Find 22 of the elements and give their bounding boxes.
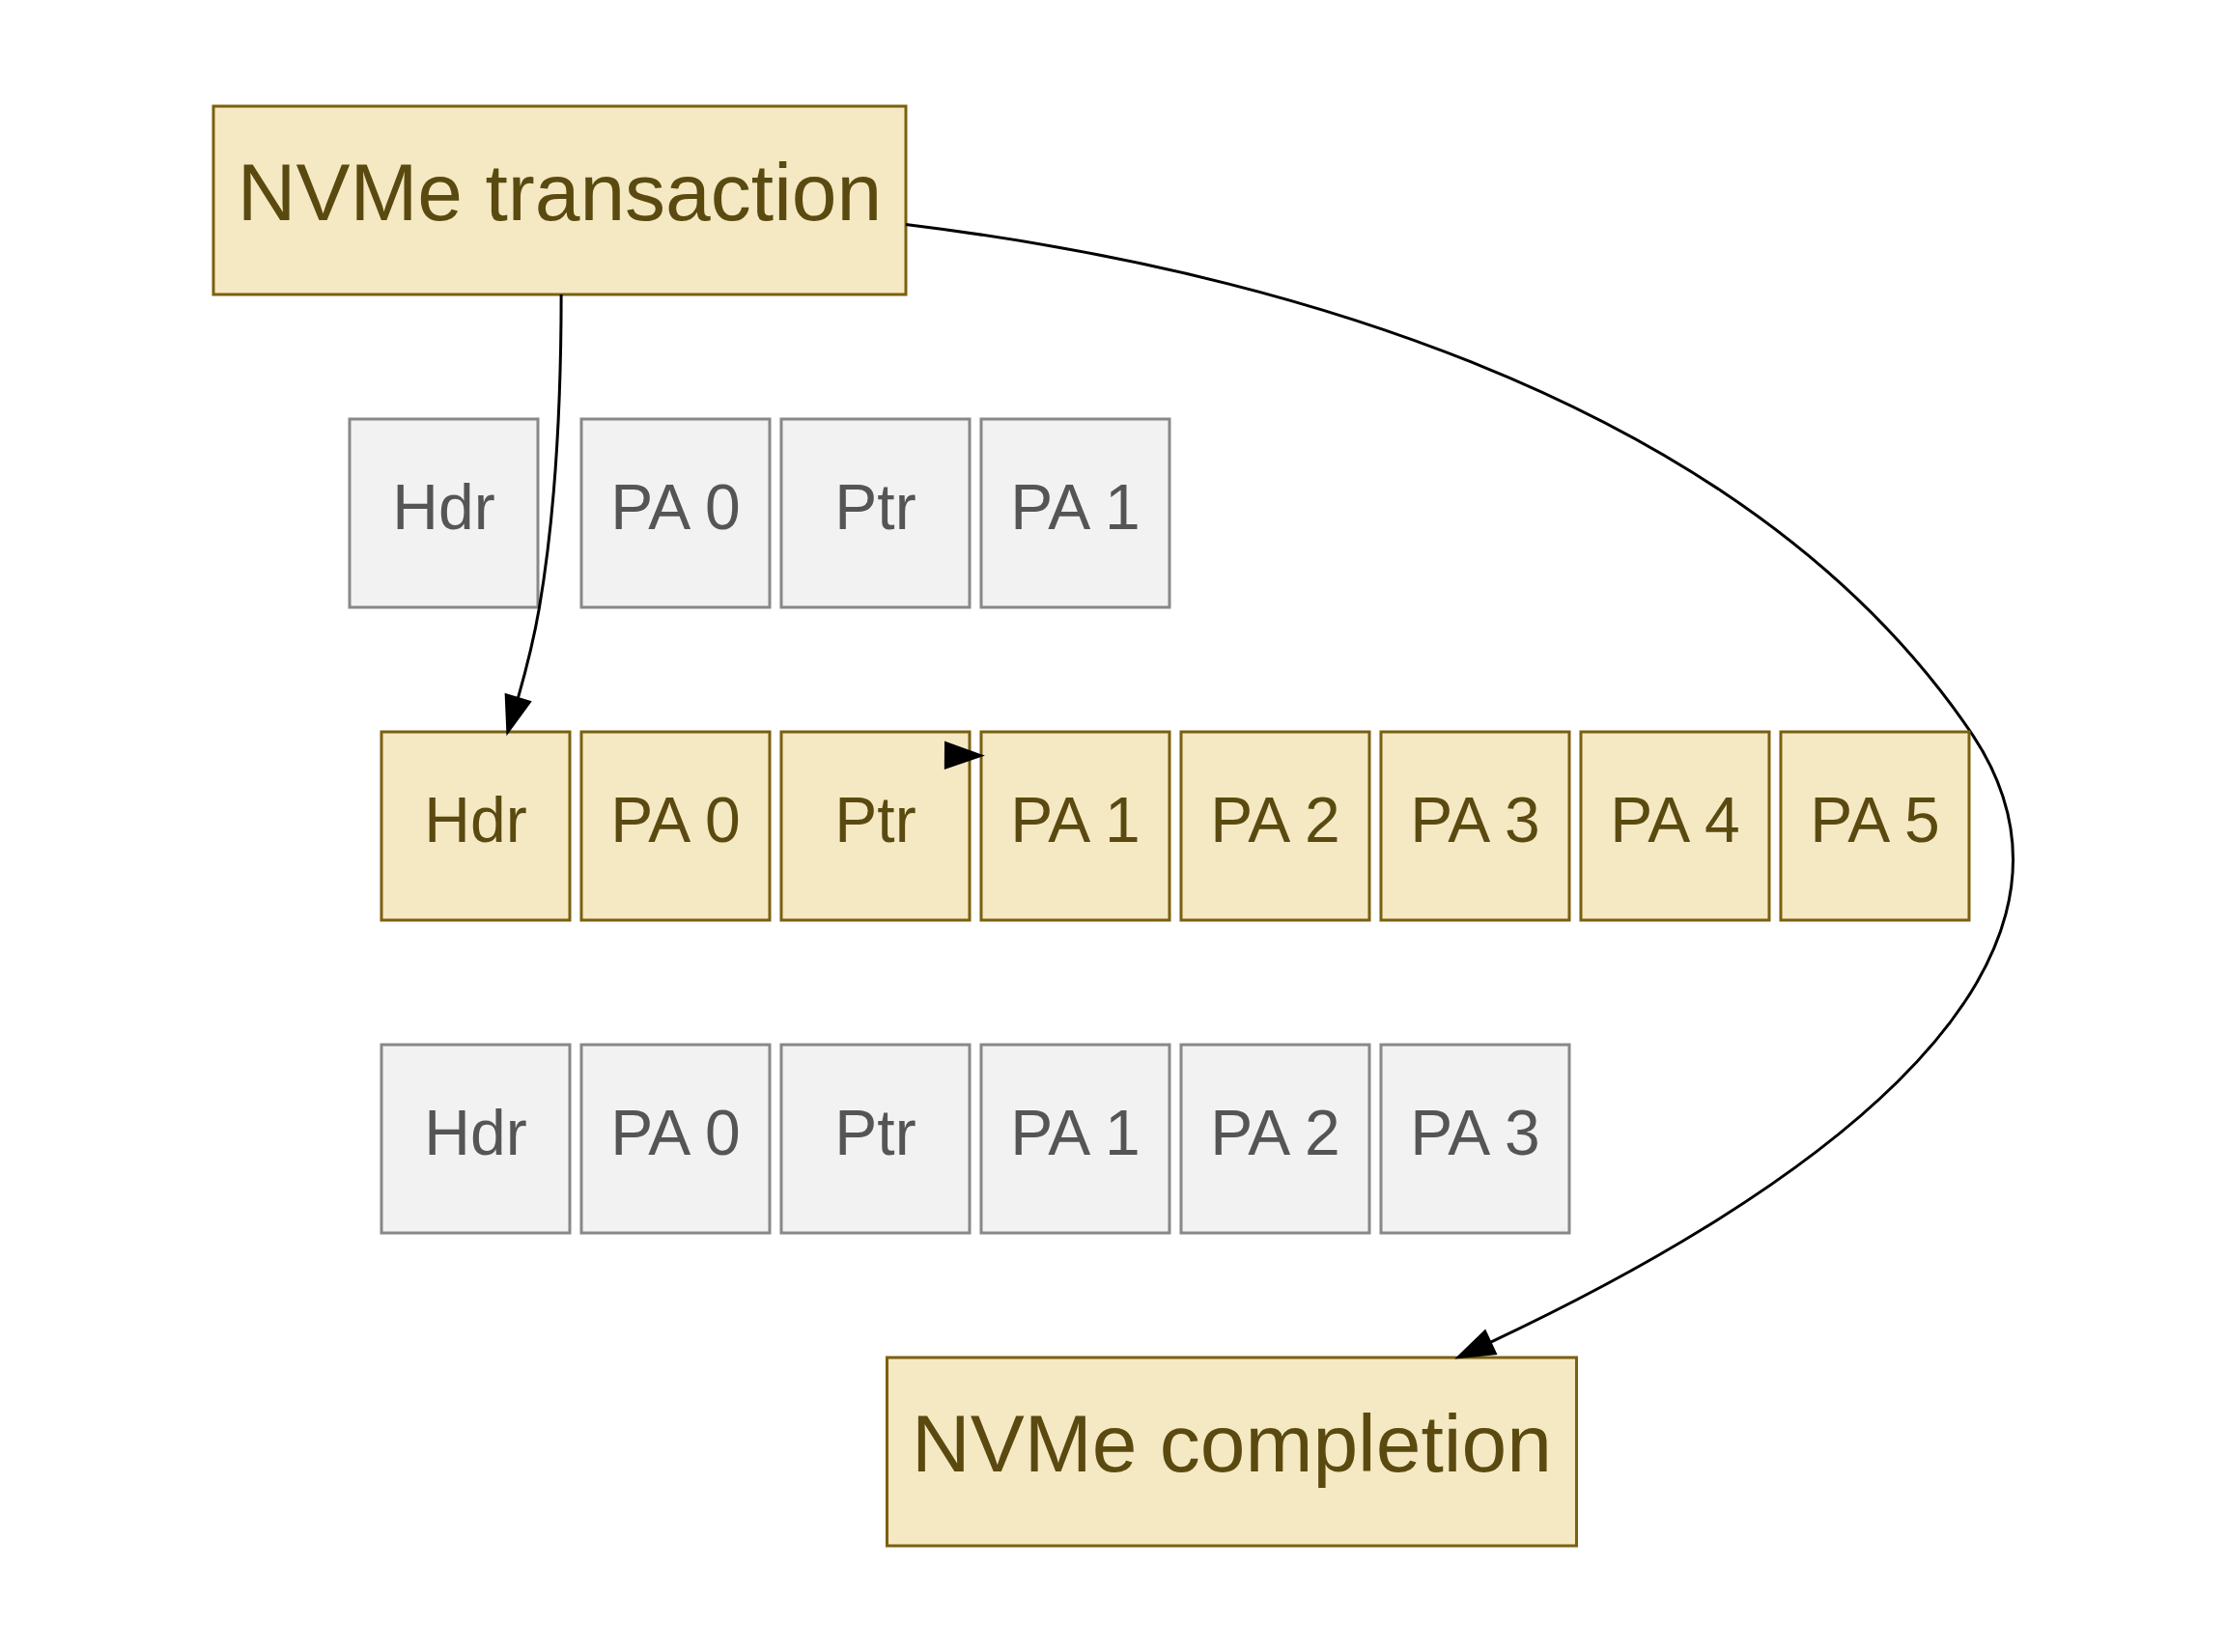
node-box: NVMe completion — [885, 1356, 1578, 1548]
node-box: PA 1 — [979, 730, 1170, 922]
node-box: PA 2 — [1179, 1043, 1370, 1235]
node-box: PA 0 — [579, 1043, 771, 1235]
node-box: PA 1 — [979, 417, 1170, 609]
node-box: PA 4 — [1579, 730, 1770, 922]
node-box: NVMe transaction — [211, 104, 907, 296]
node-box: Hdr — [380, 1043, 571, 1235]
node-box: PA 2 — [1179, 730, 1370, 922]
node-box: PA 3 — [1379, 730, 1570, 922]
node-box: PA 0 — [579, 730, 771, 922]
node-box: PA 5 — [1779, 730, 1970, 922]
arrow — [504, 294, 563, 737]
node-box: Hdr — [380, 730, 571, 922]
node-box: PA 1 — [979, 1043, 1170, 1235]
arrow — [944, 741, 985, 770]
node-box: PA 3 — [1379, 1043, 1570, 1235]
node-box: Hdr — [348, 417, 539, 609]
arrow — [905, 223, 2015, 1359]
node-box: Ptr — [779, 417, 971, 609]
node-box: Ptr — [779, 1043, 971, 1235]
node-box: PA 0 — [579, 417, 771, 609]
